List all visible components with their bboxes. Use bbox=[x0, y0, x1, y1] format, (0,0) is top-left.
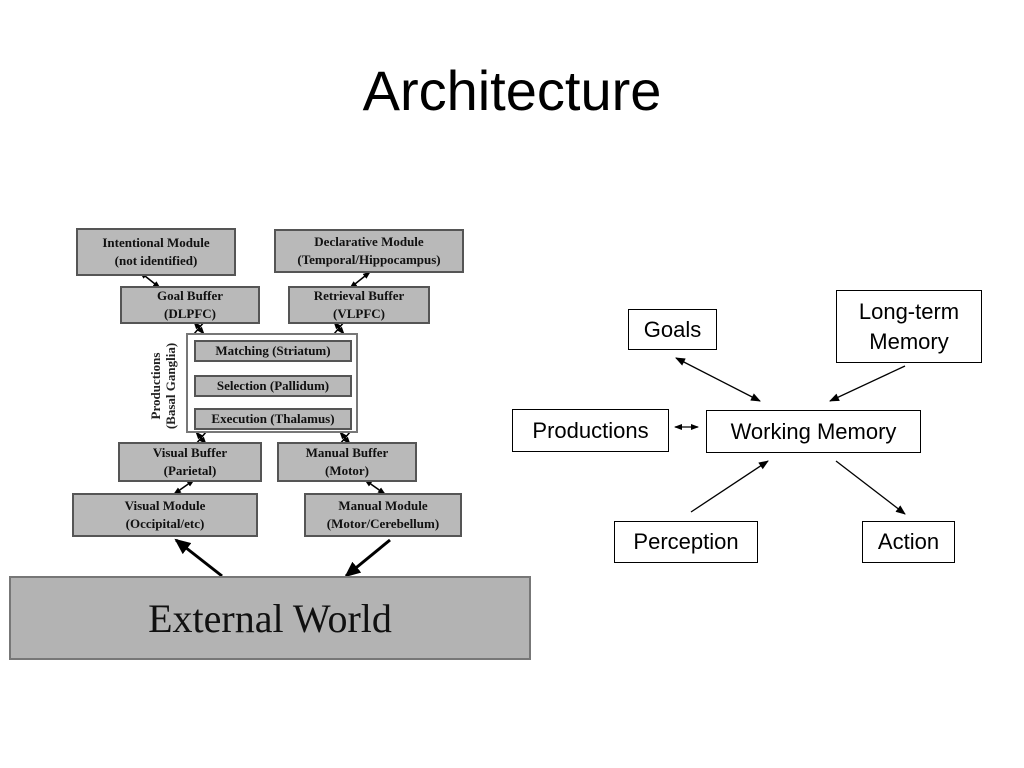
visual-module-region: (Occipital/etc) bbox=[125, 516, 205, 531]
retrieval-buffer-region: (VLPFC) bbox=[333, 306, 385, 321]
retrieval-buffer-box: Retrieval Buffer (VLPFC) bbox=[288, 286, 430, 324]
working-memory-label: Working Memory bbox=[730, 418, 897, 444]
arrow-goal-productions-2 bbox=[193, 321, 205, 335]
selection-label: Selection (Pallidum) bbox=[216, 378, 330, 393]
productions-box-label: Productions bbox=[532, 417, 649, 443]
manual-module-name: Manual Module bbox=[338, 498, 428, 513]
arrow-ltm-working-memory bbox=[829, 365, 906, 402]
productions-label: Productions (Basal Ganglia) bbox=[138, 338, 188, 434]
visual-buffer-box: Visual Buffer (Parietal) bbox=[118, 442, 262, 482]
manual-module-box: Manual Module (Motor/Cerebellum) bbox=[304, 493, 462, 537]
intentional-module-region: (not identified) bbox=[114, 253, 198, 268]
arrow-retrieval-productions-2 bbox=[333, 321, 345, 335]
perception-box: Perception bbox=[614, 521, 758, 563]
execution-label: Execution (Thalamus) bbox=[211, 411, 335, 426]
visual-module-box: Visual Module (Occipital/etc) bbox=[72, 493, 258, 537]
external-world-label: External World bbox=[148, 595, 392, 641]
arrow-declarative-retrieval bbox=[349, 271, 371, 289]
matching-box: Matching (Striatum) bbox=[194, 340, 352, 362]
goal-buffer-name: Goal Buffer bbox=[156, 288, 224, 303]
productions-label-region: (Basal Ganglia) bbox=[163, 342, 178, 430]
goal-buffer-region: (DLPFC) bbox=[164, 306, 216, 321]
action-box: Action bbox=[862, 521, 955, 563]
declarative-module-region: (Temporal/Hippocampus) bbox=[297, 252, 441, 267]
goals-box: Goals bbox=[628, 309, 717, 350]
productions-box: Productions bbox=[512, 409, 669, 452]
productions-label-title: Productions bbox=[148, 352, 163, 420]
arrow-manual-world bbox=[344, 538, 391, 578]
declarative-module-box: Declarative Module (Temporal/Hippocampus… bbox=[274, 229, 464, 273]
goals-label: Goals bbox=[643, 316, 702, 342]
manual-buffer-region: (Motor) bbox=[324, 463, 370, 478]
visual-module-name: Visual Module bbox=[124, 498, 206, 513]
arrow-goals-working-memory bbox=[675, 357, 761, 402]
retrieval-buffer-name: Retrieval Buffer bbox=[313, 288, 405, 303]
action-label: Action bbox=[877, 529, 940, 554]
arrow-manual-buffer-module bbox=[364, 479, 386, 495]
long-term-memory-line2: Memory bbox=[869, 328, 949, 354]
working-memory-box: Working Memory bbox=[706, 410, 921, 453]
visual-buffer-region: (Parietal) bbox=[163, 463, 217, 478]
arrow-world-visual bbox=[174, 538, 223, 578]
long-term-memory-box: Long-term Memory bbox=[836, 290, 982, 363]
declarative-module-name: Declarative Module bbox=[314, 234, 424, 249]
visual-buffer-name: Visual Buffer bbox=[152, 445, 228, 460]
long-term-memory-line1: Long-term bbox=[858, 298, 960, 324]
matching-label: Matching (Striatum) bbox=[215, 343, 331, 358]
external-world-box: External World bbox=[9, 576, 531, 660]
arrow-visual-buffer-module bbox=[173, 479, 195, 495]
execution-box: Execution (Thalamus) bbox=[194, 408, 352, 430]
goal-buffer-box: Goal Buffer (DLPFC) bbox=[120, 286, 260, 324]
intentional-module-name: Intentional Module bbox=[102, 235, 210, 250]
manual-module-region: (Motor/Cerebellum) bbox=[326, 516, 440, 531]
manual-buffer-box: Manual Buffer (Motor) bbox=[277, 442, 417, 482]
slide-title: Architecture bbox=[362, 59, 662, 122]
arrow-working-memory-action bbox=[835, 460, 906, 515]
manual-buffer-name: Manual Buffer bbox=[305, 445, 389, 460]
arrow-perception-working-memory bbox=[690, 460, 769, 513]
selection-box: Selection (Pallidum) bbox=[194, 375, 352, 397]
perception-label: Perception bbox=[633, 529, 739, 554]
intentional-module-box: Intentional Module (not identified) bbox=[76, 228, 236, 276]
